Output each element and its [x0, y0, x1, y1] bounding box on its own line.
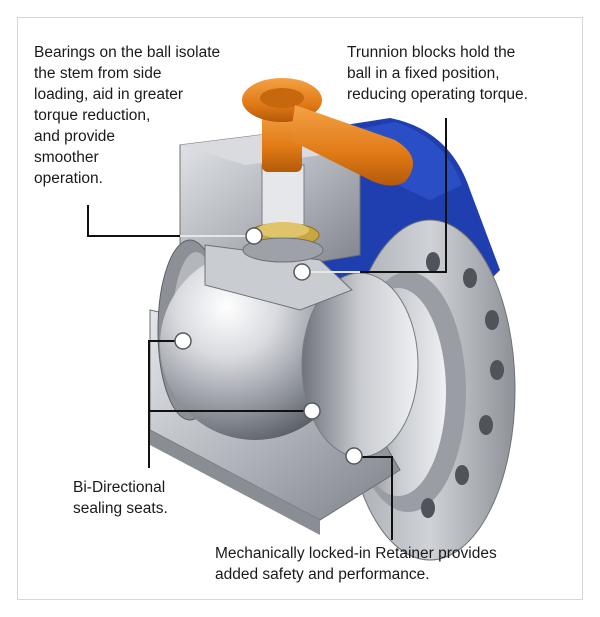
- trunnion-marker: [293, 263, 311, 281]
- retainer-label: Mechanically locked-in Retainer provides…: [215, 545, 497, 583]
- seat-marker-upper: [174, 332, 192, 350]
- trunnion-label: Trunnion blocks hold the ball in a fixed…: [347, 44, 528, 103]
- bearings-label: Bearings on the ball isolate the stem fr…: [34, 44, 221, 187]
- retainer-marker: [345, 447, 363, 465]
- seat-marker-lower: [303, 402, 321, 420]
- seats-label: Bi-Directional sealing seats.: [73, 479, 168, 517]
- bolt-holes: [421, 252, 504, 518]
- bearing-marker: [245, 227, 263, 245]
- callout-markers: [174, 227, 363, 465]
- handle: [242, 78, 413, 186]
